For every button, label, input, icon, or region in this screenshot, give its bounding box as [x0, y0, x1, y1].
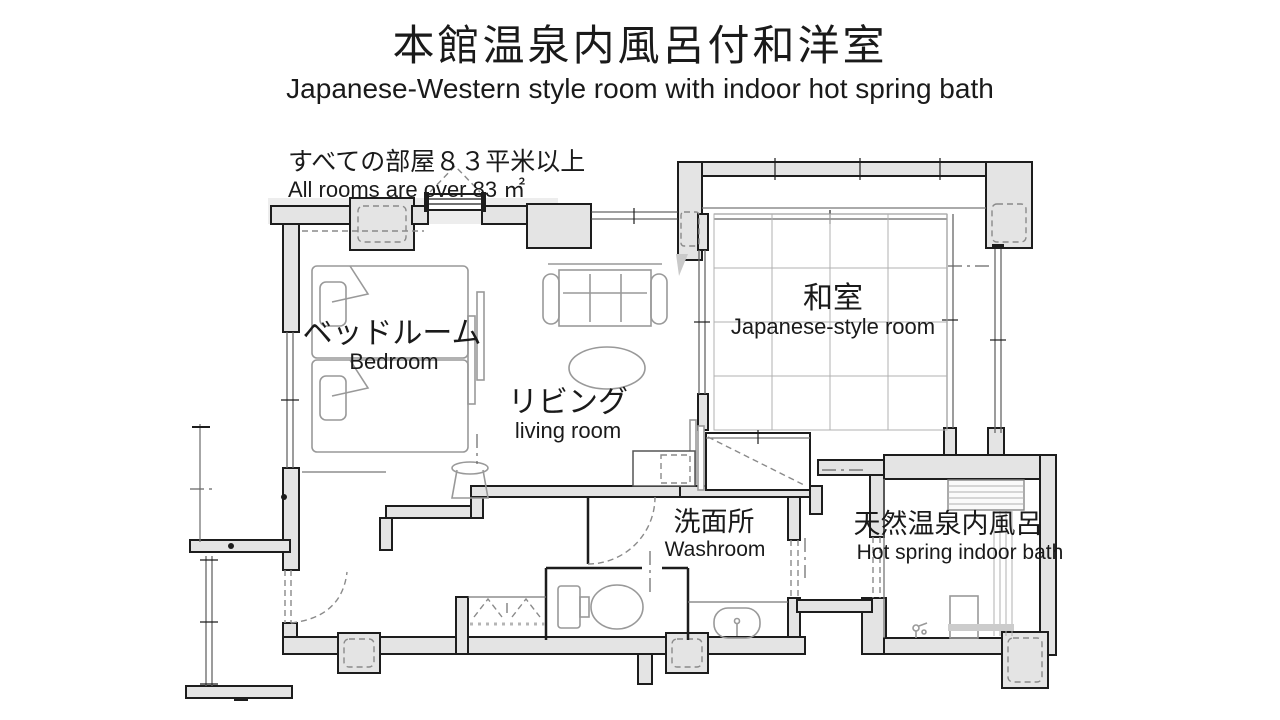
window-bedroom-west — [281, 332, 299, 468]
labels: 本館温泉内風呂付和洋室 Japanese-Western style room … — [286, 22, 1063, 564]
stool — [451, 461, 489, 499]
wall-joint-dot — [281, 494, 287, 500]
living-label-en: living room — [515, 418, 621, 443]
shower-faucet — [912, 622, 928, 638]
bath-step — [948, 624, 1014, 631]
page-title-ja: 本館温泉内風呂付和洋室 — [392, 22, 887, 69]
tatami-grid — [713, 213, 948, 431]
oval-table — [568, 346, 646, 390]
wall-joint-dot — [228, 543, 234, 549]
bath-label-en: Hot spring indoor bath — [857, 541, 1064, 564]
bath-room — [872, 479, 1025, 639]
note-ja: すべての部屋８３平米以上 — [288, 148, 585, 176]
window-porch-west — [200, 556, 248, 701]
balcony-rail-west — [190, 424, 216, 542]
washbasin — [688, 601, 788, 639]
sliding-partition-bedroom — [467, 291, 485, 405]
sofa — [542, 263, 668, 327]
washroom-bath-door — [790, 540, 799, 598]
washroom-door — [586, 496, 656, 565]
bedroom-label-en: Bedroom — [349, 349, 438, 374]
japanese-room-label-ja: 和室 — [803, 282, 863, 315]
closet-japanese-room — [705, 430, 811, 491]
window-living-north — [590, 208, 679, 224]
shoji-japanese-west — [694, 250, 710, 394]
counter-desk — [632, 450, 696, 487]
washroom-label-ja: 洗面所 — [674, 507, 755, 537]
japanese-room-label-en: Japanese-style room — [731, 314, 935, 339]
corner-shade — [676, 254, 688, 276]
living-label-ja: リビング — [508, 386, 628, 419]
bath-shelf — [949, 595, 979, 639]
bath-label-ja: 天然温泉内風呂 — [854, 509, 1043, 539]
walls — [185, 161, 1057, 699]
bedroom-label-ja: ベッドルーム — [302, 317, 481, 350]
entry-door — [284, 570, 348, 624]
bed-2 — [311, 359, 469, 453]
entry-door-top — [424, 164, 486, 212]
toilet — [557, 584, 644, 630]
bed-1 — [311, 265, 469, 359]
toilet-room — [544, 566, 690, 640]
hanger-closet — [468, 596, 546, 626]
washroom-label-en: Washroom — [665, 538, 766, 561]
shoji-japanese-east — [942, 214, 958, 428]
window-japanese-east — [990, 244, 1006, 433]
note-en: All rooms are over 83 ㎡ — [288, 177, 525, 202]
page-title-en: Japanese-Western style room with indoor … — [286, 73, 994, 104]
centerline-marks — [476, 265, 990, 592]
bathtub — [947, 479, 1025, 511]
